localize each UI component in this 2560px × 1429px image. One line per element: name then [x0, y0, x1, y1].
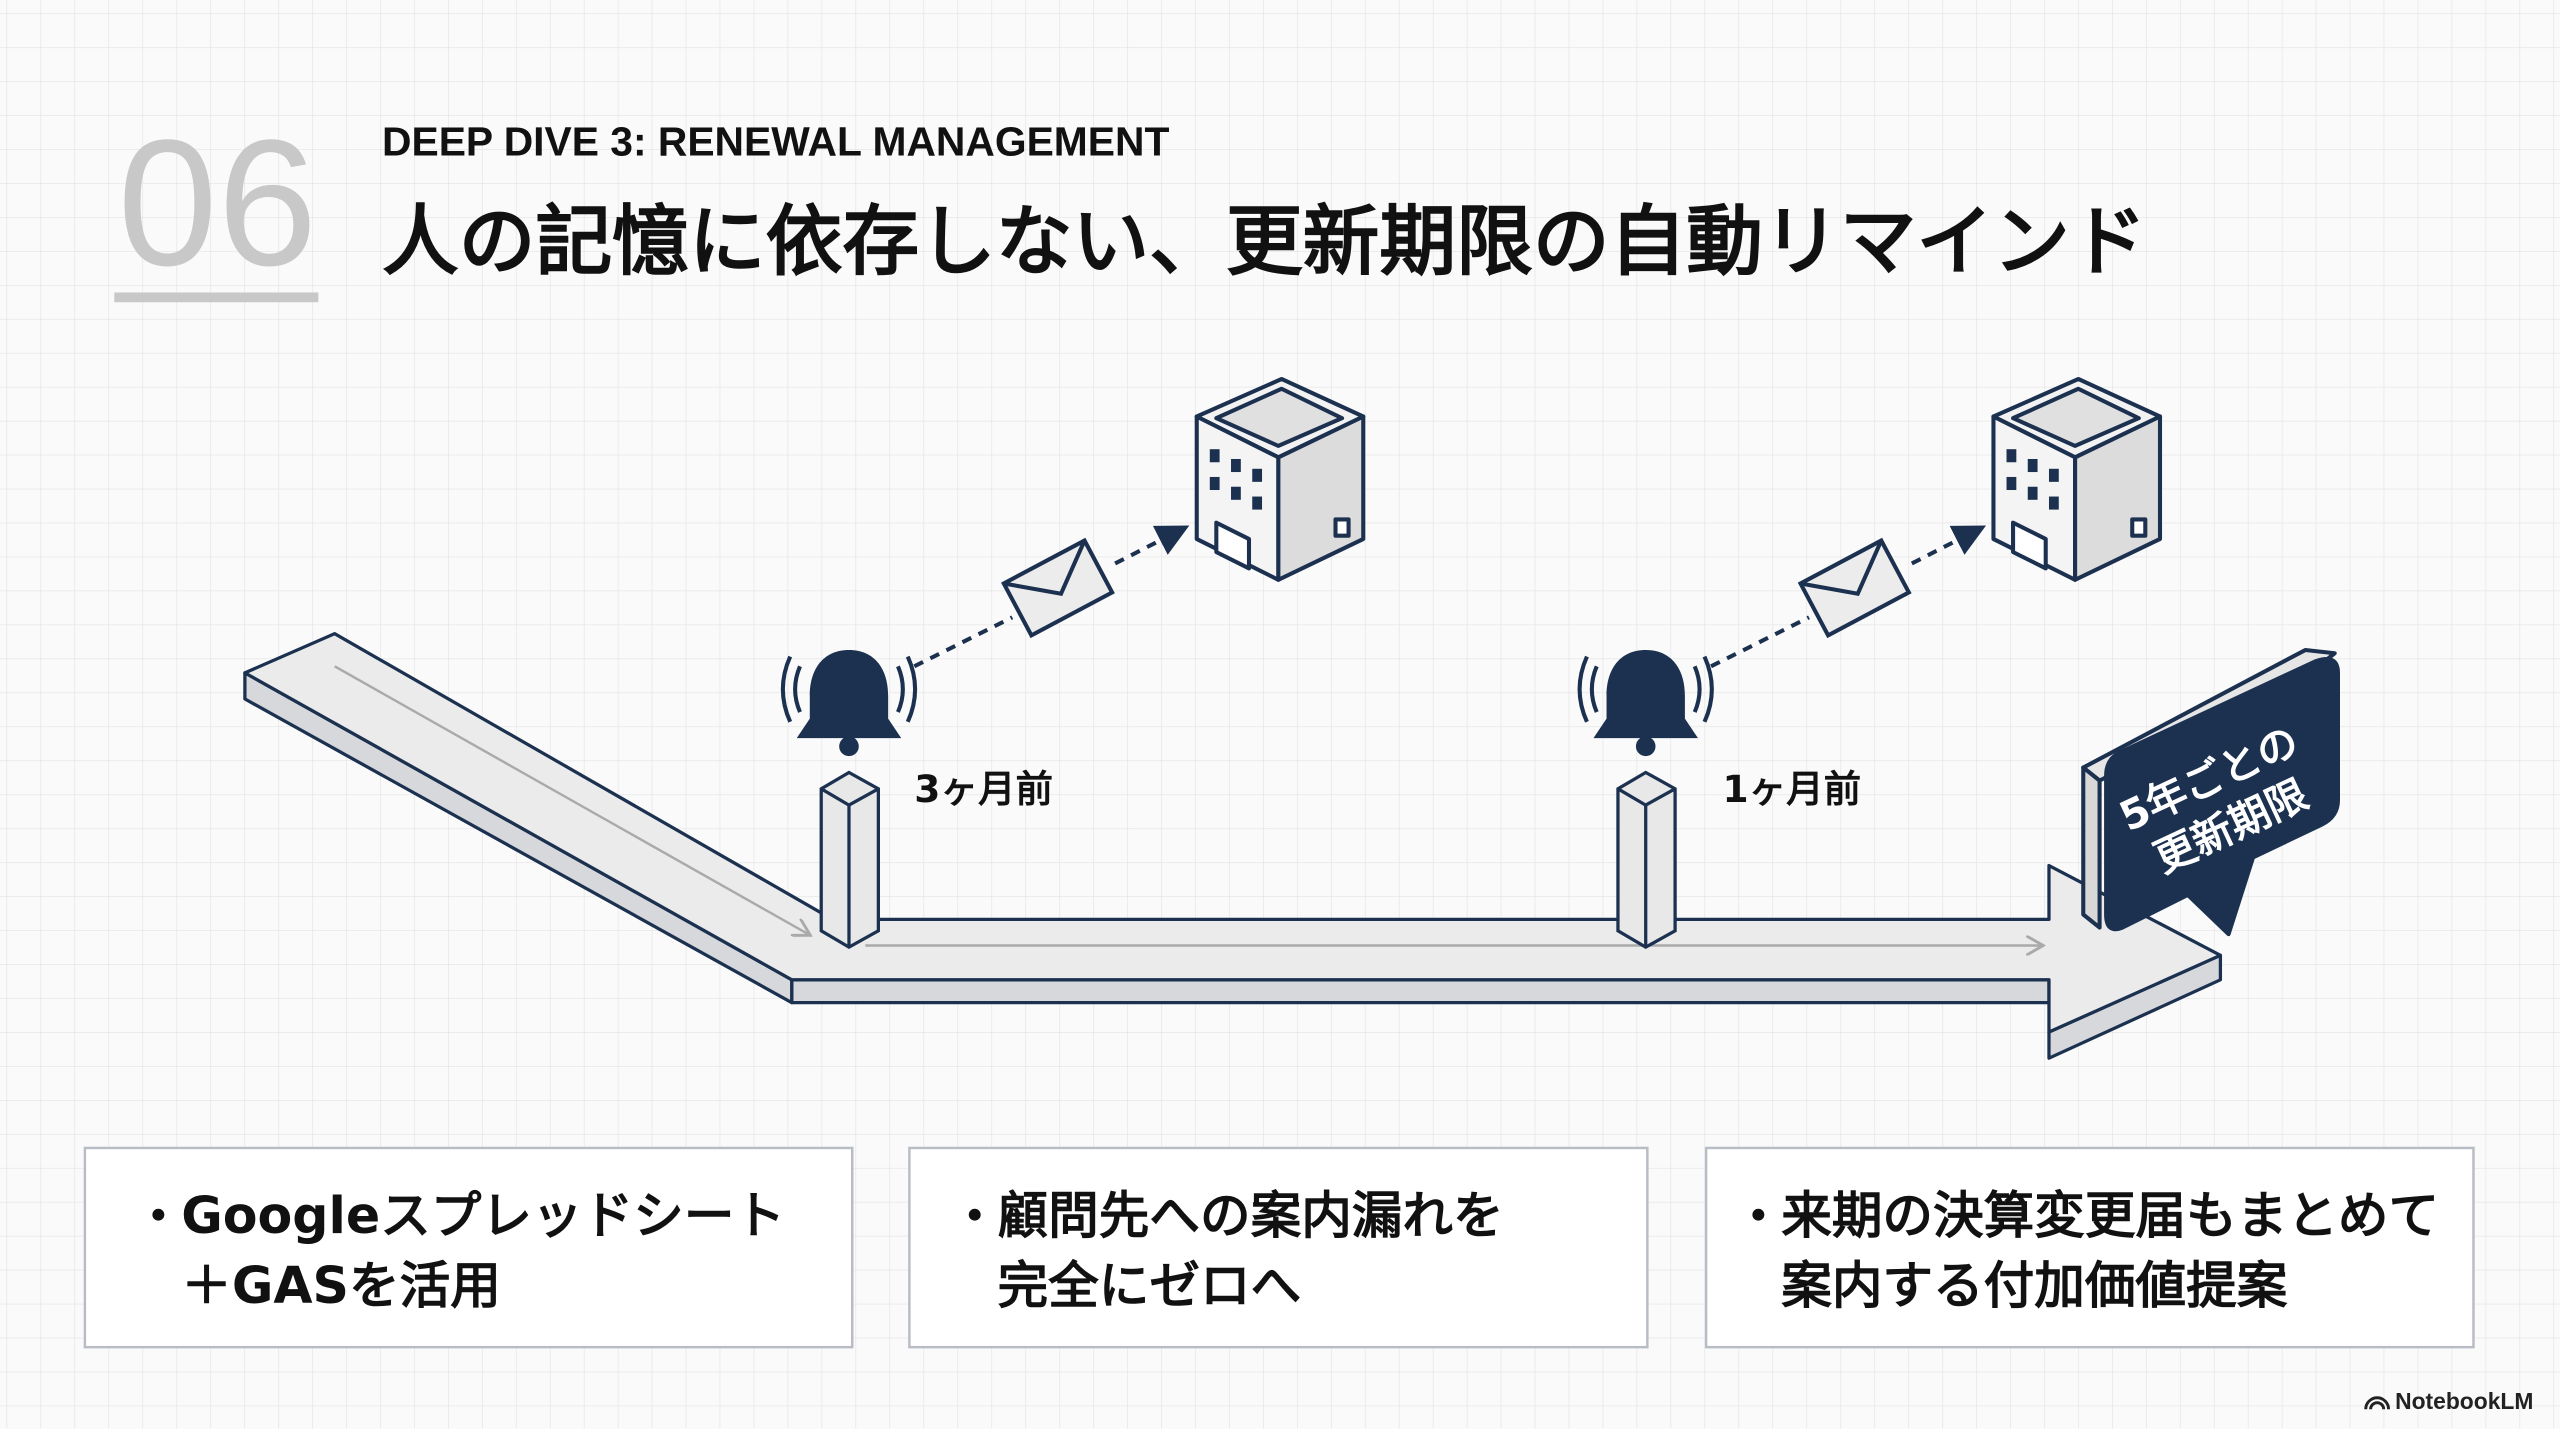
deadline-callout: 5年ごとの 更新期限	[2081, 647, 2340, 937]
page-title: 人の記憶に依存しない、更新期限の自動リマインド	[382, 198, 2147, 287]
milestone-1-month: 1ヶ月前	[1577, 376, 2163, 950]
bell-icon	[1577, 650, 1714, 757]
milestone-label: 1ヶ月前	[1722, 767, 1861, 811]
card-3: ・ 来期の決算変更届もまとめて 案内する付加価値提案	[1704, 1146, 2475, 1349]
post	[1616, 770, 1677, 950]
section-number: 06	[118, 103, 318, 304]
card-line2: 完全にゼロへ	[998, 1256, 1302, 1315]
building-icon	[1194, 376, 1366, 582]
bullet: ・	[134, 1188, 183, 1245]
card-2: ・ 顧問先への案内漏れを 完全にゼロへ	[908, 1146, 1649, 1349]
card-line1: 顧問先への案内漏れを	[998, 1186, 1504, 1245]
envelope-icon	[1797, 537, 1912, 639]
bullet: ・	[1734, 1188, 1783, 1245]
card-line2: ＋GASを活用	[181, 1256, 501, 1315]
section-underline	[114, 292, 319, 303]
bell-icon	[780, 650, 918, 757]
milestone-3-months: 3ヶ月前	[780, 376, 1366, 950]
card-line1: 来期の決算変更届もまとめて	[1781, 1186, 2439, 1245]
envelope-icon	[1001, 537, 1115, 639]
notebooklm-watermark: NotebookLM	[2364, 1388, 2533, 1414]
building-icon	[1991, 376, 2163, 582]
card-1: ・ Googleスプレッドシート ＋GASを活用	[83, 1146, 854, 1349]
subtitle: DEEP DIVE 3: RENEWAL MANAGEMENT	[382, 118, 1169, 164]
post	[819, 770, 880, 950]
notebooklm-logo-icon	[2364, 1396, 2391, 1410]
card-line2: 案内する付加価値提案	[1781, 1256, 2287, 1315]
card-line1: Googleスプレッドシート	[181, 1186, 785, 1245]
svg-text:NotebookLM: NotebookLM	[2395, 1388, 2533, 1414]
bullet: ・	[950, 1188, 999, 1245]
milestone-label: 3ヶ月前	[914, 767, 1053, 811]
